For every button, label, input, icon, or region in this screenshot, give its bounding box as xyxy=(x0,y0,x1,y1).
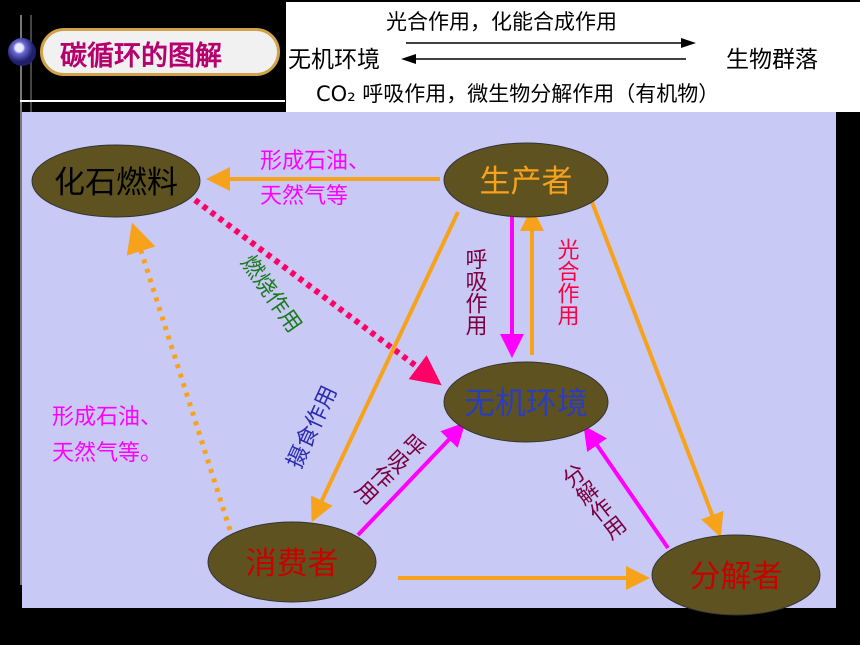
node-producer-label: 生产者 xyxy=(480,164,573,200)
formula-right-label: 生物群落 xyxy=(726,47,818,73)
label-feeding: 摄食作用 xyxy=(283,382,343,472)
label-photosynthesis: 光合作用 xyxy=(554,238,580,326)
node-fossil-fuel: 化石燃料 xyxy=(31,144,201,218)
node-decomposer-label: 分解者 xyxy=(690,559,783,595)
arrow-producer-to-decomposer xyxy=(590,201,724,538)
arrow-feeding xyxy=(310,211,460,523)
node-fossil-fuel-label: 化石燃料 xyxy=(54,165,178,201)
frame-line-vertical xyxy=(20,15,22,585)
formula-box: 光合作用，化能合成作用 无机环境 生物群落 CO₂ 呼吸作用，微生物分解作用（有… xyxy=(286,2,860,112)
label-respiration-consumer: 呼吸作用 xyxy=(349,427,430,508)
arrow-respiration-consumer xyxy=(356,422,466,537)
arrow-decomposition xyxy=(583,425,670,550)
node-consumer-label: 消费者 xyxy=(246,546,339,582)
node-decomposer: 分解者 xyxy=(651,534,821,616)
label-form-oil-top-2: 天然气等 xyxy=(260,184,348,209)
node-consumer: 消费者 xyxy=(207,521,377,603)
title-pill xyxy=(40,28,280,76)
node-inorganic: 无机环境 xyxy=(443,361,609,443)
label-form-oil-top-1: 形成石油、 xyxy=(260,149,370,174)
label-decomposition: 分解作用 xyxy=(555,460,630,546)
formula-top-label: 光合作用，化能合成作用 xyxy=(386,10,617,34)
page-title: 碳循环的图解 xyxy=(60,41,222,72)
label-form-oil-left-2: 天然气等。 xyxy=(52,441,162,466)
label-combustion: 燃烧作用 xyxy=(235,251,306,337)
node-inorganic-label: 无机环境 xyxy=(464,386,588,422)
formula-bottom-label: CO₂ 呼吸作用，微生物分解作用（有机物） xyxy=(316,82,720,106)
bullet-icon xyxy=(8,38,36,66)
arrow-consumer-to-fossil xyxy=(126,222,233,531)
frame-line-horizontal xyxy=(20,100,285,102)
label-respiration-producer: 呼吸作用 xyxy=(462,248,488,336)
formula-arrows xyxy=(401,38,696,64)
formula-left-label: 无机环境 xyxy=(288,47,380,73)
label-form-oil-left-1: 形成石油、 xyxy=(52,405,162,430)
arrow-combustion xyxy=(193,197,442,386)
node-producer: 生产者 xyxy=(443,142,609,218)
